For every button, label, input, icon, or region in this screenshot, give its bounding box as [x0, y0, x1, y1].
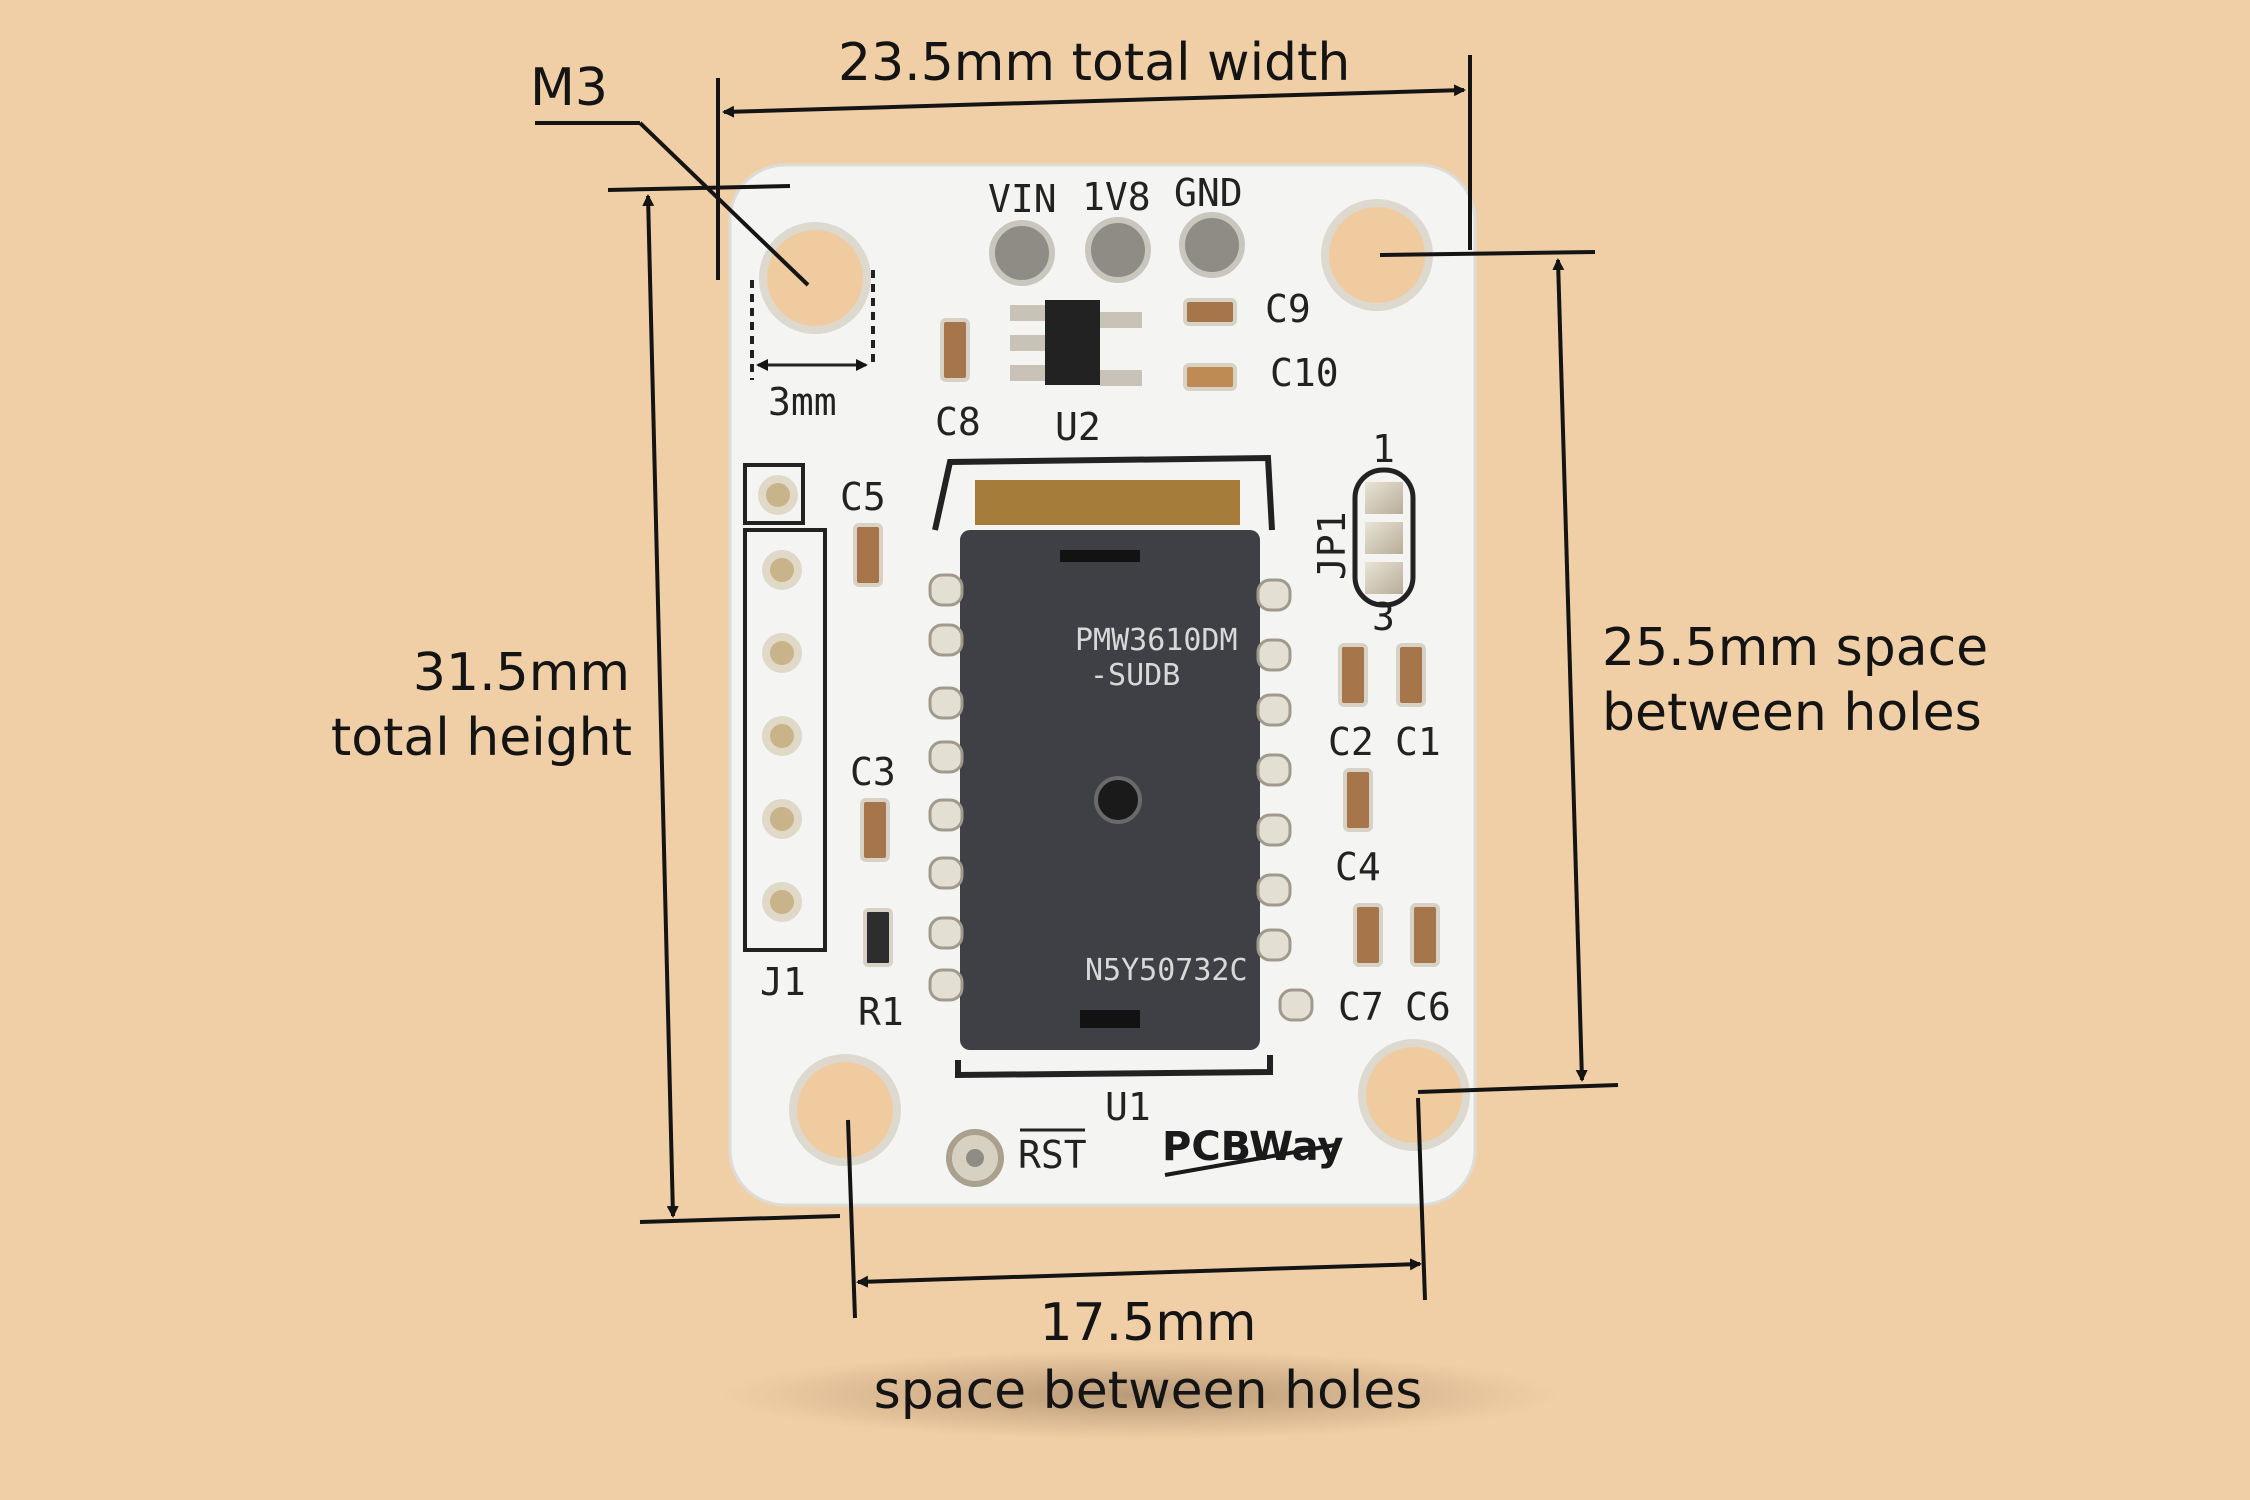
label-c3: C3	[850, 750, 896, 794]
hole-spacing-ext-bottom	[1417, 1083, 1619, 1094]
chip-marking-line1: PMW3610DM	[1075, 623, 1238, 658]
sensor-slot-bottom	[1080, 1010, 1140, 1028]
u1-outline	[932, 454, 1275, 1079]
label-c10: C10	[1270, 351, 1339, 395]
label-c2: C2	[1328, 720, 1374, 764]
label-c1: C1	[1395, 720, 1441, 764]
cap-c10	[1183, 363, 1237, 391]
mounting-hole-bottom-right	[1358, 1039, 1470, 1151]
j1-pad	[762, 633, 802, 673]
j1-header-outline	[743, 528, 827, 952]
hspace-ext-left	[846, 1119, 857, 1319]
total-height-label-line1: 31.5mm	[413, 643, 630, 703]
j1-pad	[762, 882, 802, 922]
cap-c1	[1396, 643, 1426, 707]
pcb-board: 3mm VIN 1V8 GND U2 C9 C10 C8 J1 C5	[728, 163, 1477, 1207]
sensor-pins-right	[1256, 578, 1314, 1022]
cap-c5	[853, 523, 883, 587]
label-c8: C8	[935, 400, 981, 444]
pad-vin	[989, 220, 1055, 286]
cap-c6	[1410, 903, 1440, 967]
rst-pad-center	[966, 1149, 984, 1167]
total-width-label: 23.5mm total width	[838, 33, 1350, 93]
vertical-hole-spacing-arrow	[1552, 258, 1588, 1082]
cap-c3	[860, 798, 890, 862]
vertical-spacing-label-line2: between holes	[1602, 683, 1982, 743]
m3-leader-diagonal	[638, 121, 810, 287]
u2-pad	[1100, 370, 1142, 386]
cap-c9	[1183, 298, 1237, 326]
hole-spacing-ext-top	[1379, 250, 1596, 257]
j1-pad	[762, 550, 802, 590]
m3-label: M3	[530, 58, 608, 118]
cap-c7	[1353, 903, 1383, 967]
u2-regulator	[1045, 300, 1100, 385]
total-width-arrow	[722, 84, 1466, 118]
label-jp1: JP1	[1310, 511, 1354, 580]
cap-c8	[940, 318, 970, 382]
label-c7: C7	[1338, 985, 1384, 1029]
horizontal-hole-spacing-arrow	[856, 1258, 1422, 1288]
jp1-pad	[1365, 482, 1403, 514]
vertical-spacing-label-line1: 25.5mm space	[1602, 618, 1988, 678]
jp1-pad	[1365, 522, 1403, 554]
jp1-outline	[1352, 467, 1416, 608]
pad-1v8	[1085, 217, 1151, 283]
chip-marking-bottom: N5Y50732C	[1085, 953, 1248, 988]
chip-marking-line2: -SUDB	[1090, 658, 1180, 693]
pcbway-logo-swoosh	[1164, 1143, 1336, 1177]
label-rst: RST	[1018, 1133, 1087, 1177]
cap-c2	[1338, 643, 1368, 707]
label-gnd: GND	[1174, 171, 1243, 215]
j1-pad	[762, 716, 802, 756]
label-u1: U1	[1105, 1085, 1151, 1129]
sensor-lens-top	[975, 480, 1240, 525]
hspace-ext-right	[1416, 1097, 1427, 1301]
u2-pad	[1010, 335, 1045, 351]
mounting-hole-top-left	[759, 222, 871, 334]
label-1v8: 1V8	[1082, 175, 1151, 219]
dimension-annotations	[535, 55, 1619, 1319]
hole-diameter-label: 3mm	[768, 380, 837, 424]
label-vin: VIN	[988, 177, 1057, 221]
j1-pad	[762, 799, 802, 839]
board-shadow	[720, 1350, 1560, 1440]
label-jp1-pin3: 3	[1372, 595, 1395, 639]
horizontal-spacing-label-line1: 17.5mm	[1039, 1293, 1256, 1353]
resistor-r1	[863, 908, 893, 967]
label-c6: C6	[1405, 985, 1451, 1029]
horizontal-spacing-label-line2: space between holes	[874, 1361, 1423, 1421]
cap-c4	[1343, 768, 1373, 832]
j1-pin1-square	[743, 463, 805, 525]
label-c9: C9	[1265, 287, 1311, 331]
height-extension-bottom	[639, 1214, 841, 1224]
total-height-label-line2: total height	[331, 708, 632, 768]
sensor-aperture	[1094, 776, 1142, 824]
mounting-hole-bottom-left	[789, 1054, 901, 1166]
label-j1: J1	[760, 960, 806, 1004]
total-height-arrow	[642, 194, 679, 1218]
label-c4: C4	[1335, 845, 1381, 889]
label-c5: C5	[840, 475, 886, 519]
height-extension-top	[607, 184, 791, 192]
j1-pad	[758, 475, 798, 515]
label-u2: U2	[1055, 405, 1101, 449]
label-jp1-pin1: 1	[1372, 427, 1395, 471]
sensor-slot-top	[1060, 550, 1140, 562]
jp1-pad	[1365, 562, 1403, 594]
sensor-pins-left	[928, 573, 964, 1002]
label-r1: R1	[858, 990, 904, 1034]
u2-pad	[1100, 312, 1142, 328]
u2-pad	[1010, 305, 1045, 321]
pad-gnd	[1179, 212, 1245, 278]
u2-pad	[1010, 365, 1045, 381]
